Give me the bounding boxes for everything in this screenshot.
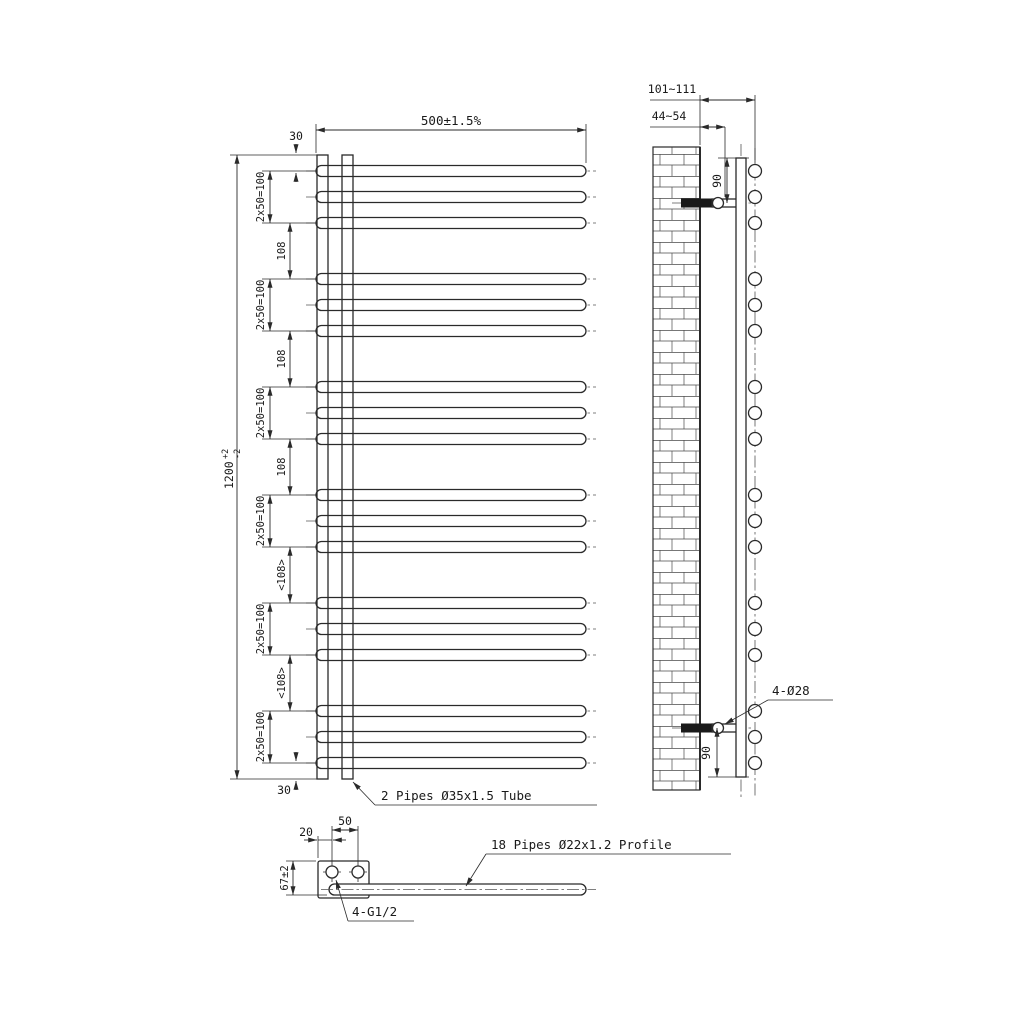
dim-gap-ref-label-1: <108> <box>276 559 288 591</box>
pipe-end <box>747 729 763 745</box>
side-view: 101~111 44~54 90 90 4-Ø28 <box>648 82 833 798</box>
pipe-row <box>305 272 597 286</box>
inlet-connections <box>323 826 367 882</box>
pipe-end <box>747 323 763 339</box>
pipe-row <box>305 730 597 744</box>
inlet-port <box>325 865 339 879</box>
pipe-end <box>747 405 763 421</box>
pipe-end <box>747 189 763 205</box>
pipe-row <box>305 432 597 446</box>
rail-profile-bar <box>735 157 747 778</box>
wall-anchor <box>681 198 712 208</box>
gap-dimensions: 108 108 108 <108> <108> <box>276 222 293 712</box>
chain-extension-lines <box>262 170 316 764</box>
pipe-end <box>747 431 763 447</box>
pipe-row <box>305 596 597 610</box>
group-pitch-dimensions: 2x50=100 2x50=100 2x50=100 2x50=100 2x50… <box>255 170 273 764</box>
dim-inlet-pitch-label: 50 <box>338 814 352 828</box>
bracket-pivot-bottom <box>711 721 725 735</box>
dim-overall-width-label: 500±1.5% <box>421 113 482 128</box>
wall-anchor <box>681 723 712 733</box>
bracket-pivot-top <box>711 196 725 210</box>
dim-gap-label-3: 108 <box>276 458 288 477</box>
pipe-end <box>747 271 763 287</box>
pipe-row <box>305 488 597 502</box>
pipe-rows <box>305 164 597 770</box>
pipe-end <box>747 595 763 611</box>
dim-gap-label-2: 108 <box>276 350 288 369</box>
dim-group-pitch-label-3: 2x50=100 <box>255 388 267 439</box>
pipe-row <box>305 190 597 204</box>
wall-section <box>652 146 701 791</box>
dim-depth-label: 67±2 <box>279 865 291 890</box>
pipe-end <box>747 487 763 503</box>
dim-gap-ref-label-2: <108> <box>276 667 288 699</box>
pipe-row <box>305 514 597 528</box>
pipe-end <box>747 379 763 395</box>
plan-view: 50 20 67±2 4-G1/2 18 Pipes Ø22x1.2 Profi… <box>279 814 731 922</box>
dim-height-tol-minus: -2 <box>233 449 243 459</box>
vertical-tubes <box>316 154 354 780</box>
vertical-tube <box>316 154 329 780</box>
dim-wall-to-bracket-label: 44~54 <box>652 109 687 123</box>
dim-top-offset-label: 30 <box>289 129 303 143</box>
dim-group-pitch-label-4: 2x50=100 <box>255 496 267 547</box>
dim-bottom-offset-label: 30 <box>277 783 291 797</box>
vertical-tube <box>341 154 354 780</box>
pipe-row <box>305 756 597 770</box>
pipe-row <box>305 540 597 554</box>
pipe-end <box>747 621 763 637</box>
pipe-end <box>747 513 763 529</box>
inlet-connection-note: 4-G1/2 <box>352 904 397 919</box>
dim-edge-offset-label: 20 <box>299 825 313 839</box>
pipe-profile-note: 18 Pipes Ø22x1.2 Profile <box>491 837 672 852</box>
dim-bracket-bottom-label: 90 <box>699 746 713 760</box>
pipe-end <box>747 539 763 555</box>
bracket-hole-note: 4-Ø28 <box>772 683 810 698</box>
pipe-row <box>305 164 597 178</box>
dim-overall-height-label: 1200 <box>222 461 236 489</box>
dim-group-pitch-label-5: 2x50=100 <box>255 604 267 655</box>
pipe-end <box>747 215 763 231</box>
pipe-row <box>305 324 597 338</box>
dim-height-tol-plus: +2 <box>221 449 231 459</box>
plan-dimensions: 50 20 67±2 4-G1/2 18 Pipes Ø22x1.2 Profi… <box>279 814 731 922</box>
pipe-row <box>305 380 597 394</box>
front-view: 500±1.5% 1200 +2 -2 <box>221 113 597 806</box>
vertical-tube-note: 2 Pipes Ø35x1.5 Tube <box>381 788 532 803</box>
pipe-row <box>305 298 597 312</box>
dim-gap-label-1: 108 <box>276 242 288 261</box>
front-dimensions: 500±1.5% 1200 +2 -2 <box>221 113 597 806</box>
pipe-row <box>305 648 597 662</box>
side-dimensions: 101~111 44~54 90 90 4-Ø28 <box>648 82 833 778</box>
pipe-row <box>305 622 597 636</box>
dim-group-pitch-label-6: 2x50=100 <box>255 712 267 763</box>
inlet-port <box>351 865 365 879</box>
pipe-end <box>747 297 763 313</box>
pipe-row <box>305 406 597 420</box>
dim-bracket-top-label: 90 <box>710 174 724 188</box>
pipe-row <box>305 216 597 230</box>
dim-wall-to-pipe-label: 101~111 <box>648 82 697 96</box>
pipe-end <box>747 647 763 663</box>
pipe-end <box>747 163 763 179</box>
pipe-end <box>747 703 763 719</box>
pipe-row <box>305 704 597 718</box>
dim-group-pitch-label-2: 2x50=100 <box>255 280 267 331</box>
dim-group-pitch-label-1: 2x50=100 <box>255 172 267 223</box>
pipe-end <box>747 755 763 771</box>
